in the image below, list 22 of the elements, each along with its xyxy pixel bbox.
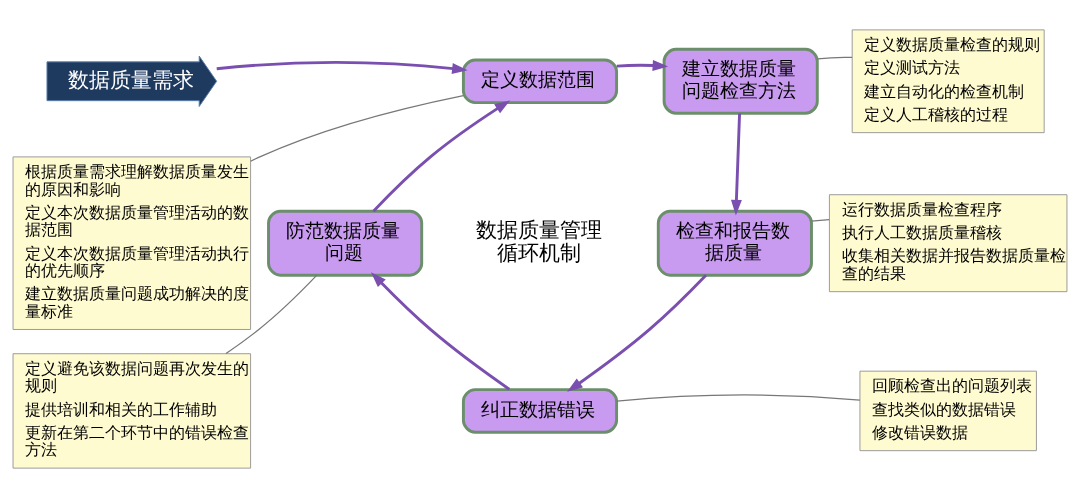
arrow [730, 112, 742, 215]
connector [810, 218, 830, 222]
node-box: 回顾检查出的问题列表 查找类似的数据错误 修改错误数据 [859, 370, 1037, 451]
connector [817, 56, 853, 59]
arrow [372, 99, 511, 212]
node-box: 运行数据质量检查程序 执行人工数据质量稽核 收集相关数据并报告数据质量检查的结果 [828, 193, 1068, 292]
node-box: 定义数据范围 [461, 57, 619, 104]
connector [616, 393, 861, 402]
node-box: 根据质量需求理解数据质量发生的原因和影响 定义本次数据质量管理活动的数据范围 定义本次数据质量管理活动执行的优先顺序 建立数据质量问题成功解决的度量标准 [12, 155, 252, 330]
connector [225, 274, 318, 354]
node-box: 建立数据质量问题检查方法 [662, 47, 819, 115]
arrow [567, 273, 707, 392]
node-text: 数据质量管理循环机制 [476, 216, 603, 265]
node-box: 定义避免该数据问题再次发生的规则 提供培训和相关的工作辅助 更新在第二个环节中的错误检查方法 [12, 352, 252, 469]
node-box: 纠正数据错误 [461, 387, 619, 434]
connector [250, 94, 464, 162]
arrow [216, 60, 468, 74]
arrow [371, 271, 511, 390]
node-box: 定义数据质量检查的规则 定义测试方法 建立自动化的检查机制 定义人工稽核的过程 [851, 28, 1045, 133]
arrow [616, 59, 669, 71]
node-box: 防范数据质量问题 [267, 209, 424, 277]
node-box: 检查和报告数据质量 [656, 209, 813, 277]
